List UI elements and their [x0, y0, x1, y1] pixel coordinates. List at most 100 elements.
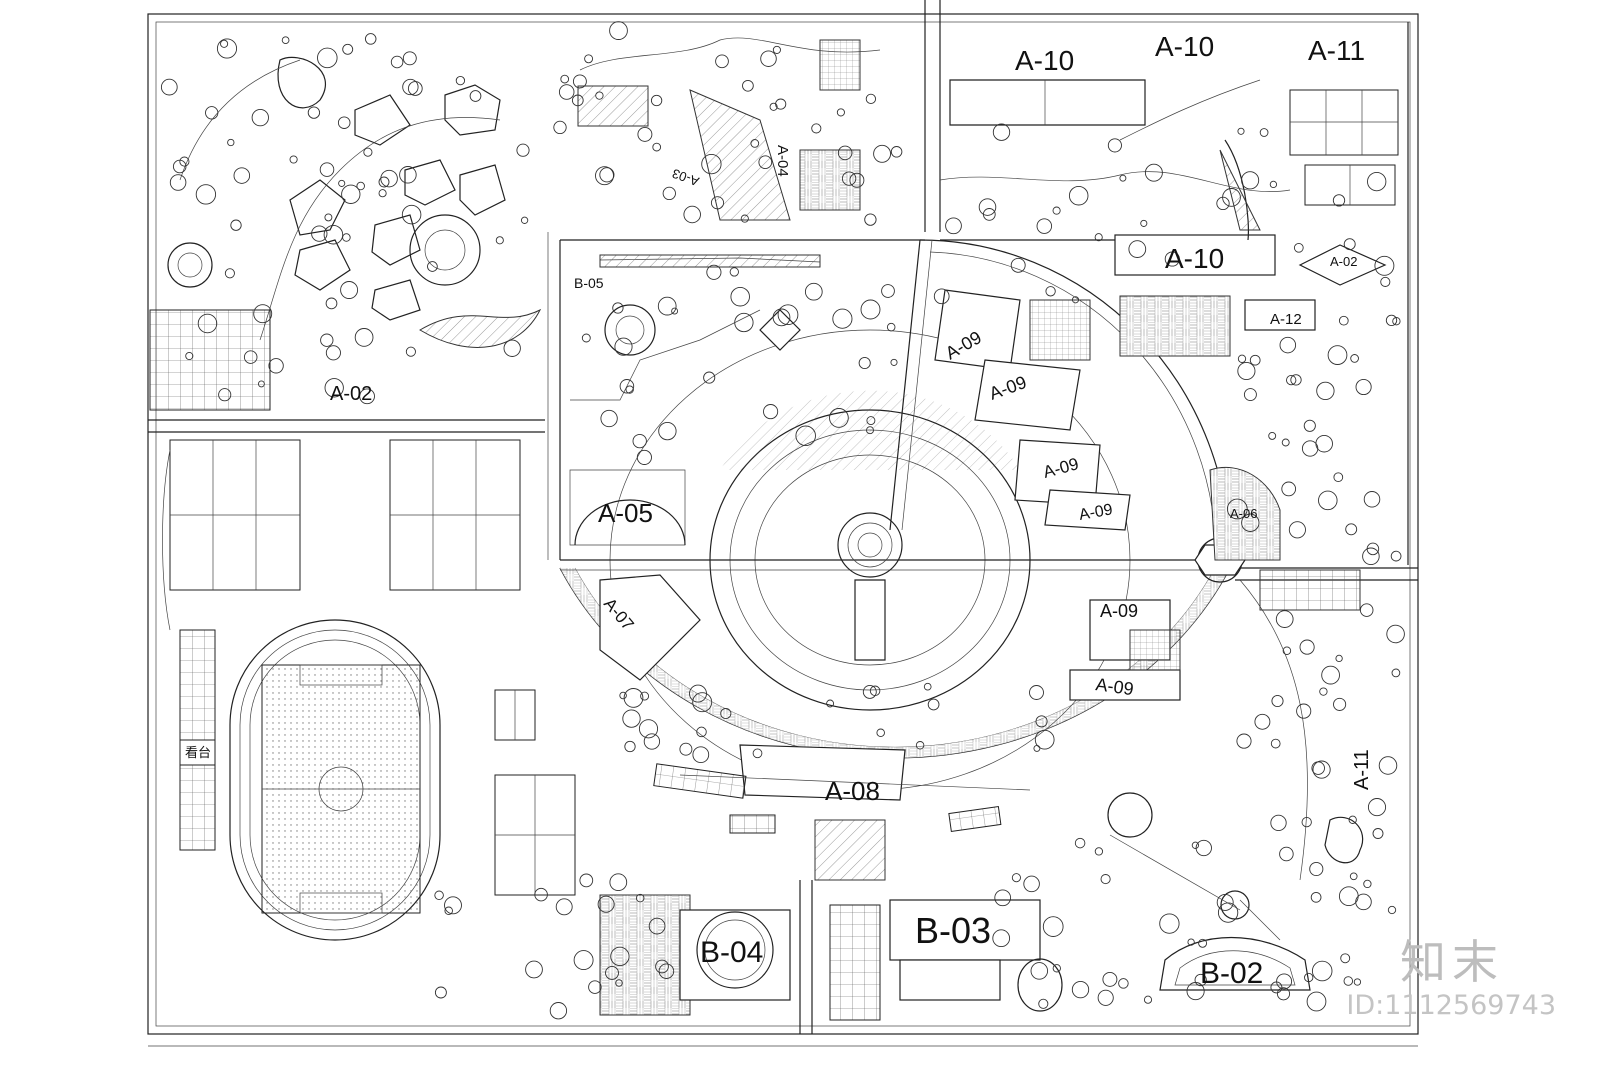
teaching-complex — [934, 289, 1281, 701]
tree-symbol — [1068, 185, 1089, 206]
tree-symbol — [994, 889, 1012, 907]
tree-symbol — [1338, 315, 1349, 326]
tree-symbol — [662, 186, 676, 201]
tree-symbol — [1385, 314, 1398, 327]
tree-symbol — [1023, 875, 1040, 893]
tree-symbol — [945, 217, 962, 235]
tree-symbol — [1306, 991, 1327, 1012]
tree-symbol — [253, 304, 273, 324]
tree-symbol — [1335, 654, 1343, 663]
tree-symbol — [734, 312, 754, 333]
tree-symbol — [320, 333, 334, 347]
tree-symbol — [340, 281, 359, 299]
tree-symbol — [775, 98, 787, 110]
tree-symbol — [579, 873, 594, 888]
tree-symbol — [197, 313, 218, 334]
tree-symbol — [623, 688, 644, 708]
label-a09-5: A-09 — [1100, 601, 1138, 621]
tree-symbol — [600, 409, 618, 428]
tree-symbol — [307, 106, 321, 119]
tree-symbol — [1310, 891, 1322, 903]
label-a08: A-08 — [825, 776, 880, 806]
tree-symbol — [804, 282, 823, 301]
tree-symbol — [1222, 188, 1241, 207]
watermark-id: ID:1112569743 — [1346, 990, 1556, 1021]
tree-symbol — [1249, 354, 1261, 366]
sports-zone — [162, 439, 576, 941]
label-a04: A-04 — [774, 145, 791, 177]
tree-symbol — [324, 213, 333, 222]
tree-symbol — [760, 50, 777, 67]
tree-symbol — [363, 147, 373, 157]
tree-symbol — [1366, 542, 1380, 556]
tree-symbol — [864, 213, 877, 226]
tree-symbol — [325, 345, 341, 361]
tree-symbol — [706, 264, 722, 280]
tree-symbol — [1392, 317, 1401, 326]
tree-symbol — [1271, 694, 1284, 708]
tree-symbol — [289, 155, 298, 164]
tree-symbol — [1282, 646, 1292, 655]
tree-symbol — [1143, 995, 1153, 1004]
tree-symbol — [635, 893, 645, 903]
tree-symbol — [1074, 837, 1086, 849]
tree-symbol — [1119, 174, 1127, 182]
tree-symbol — [1030, 962, 1049, 980]
tree-symbol — [224, 268, 235, 279]
tree-symbol — [581, 333, 591, 343]
tree-symbol — [1270, 738, 1281, 749]
tree-symbol — [683, 205, 701, 224]
tree-symbol — [915, 741, 925, 750]
tree-symbol — [643, 733, 661, 750]
tree-symbol — [1195, 839, 1212, 857]
label-b04: B-04 — [700, 936, 763, 969]
tree-symbol — [1309, 861, 1324, 877]
tree-symbol — [873, 144, 892, 163]
label-a12: A-12 — [1270, 311, 1302, 328]
tree-symbol — [1378, 756, 1398, 775]
tree-symbol — [324, 378, 344, 398]
tree-symbol — [640, 691, 650, 701]
label-a11-right: A-11 — [1351, 749, 1373, 790]
tree-symbol — [636, 449, 652, 465]
tree-symbol — [1315, 434, 1333, 453]
tree-symbol — [338, 179, 346, 187]
tree-symbol — [689, 684, 707, 703]
tree-symbol — [323, 224, 344, 245]
tree-symbol — [1345, 523, 1358, 536]
tree-symbol — [553, 120, 567, 135]
tree-symbol — [243, 350, 258, 364]
tree-symbol — [679, 742, 693, 756]
tree-symbol — [829, 408, 849, 428]
tree-symbol — [715, 54, 729, 69]
label-a10-mid: A-10 — [1155, 31, 1214, 62]
tree-symbol — [356, 181, 365, 191]
tree-symbol — [1097, 989, 1114, 1006]
tree-symbol — [692, 692, 713, 713]
tree-symbol — [380, 169, 398, 188]
tree-symbol — [1226, 498, 1248, 520]
tree-symbol — [795, 425, 816, 447]
tree-symbol — [1359, 603, 1374, 617]
tree-symbol — [881, 284, 895, 298]
tree-symbol — [216, 38, 238, 59]
tree-symbol — [1343, 238, 1356, 251]
tree-symbol — [624, 740, 636, 753]
tree-symbol — [1304, 972, 1314, 983]
tree-symbol — [172, 159, 187, 174]
tree-symbol — [378, 189, 387, 198]
tree-symbol — [703, 371, 716, 384]
tree-symbol — [710, 196, 725, 210]
tree-symbol — [1380, 276, 1391, 287]
tree-symbol — [1276, 987, 1291, 1001]
tree-symbol — [1281, 481, 1297, 497]
dormitory-zone — [939, 79, 1399, 357]
tree-symbol — [876, 728, 885, 738]
tree-symbol — [619, 691, 627, 700]
label-a05: A-05 — [598, 498, 653, 528]
tree-symbol — [1102, 971, 1118, 987]
tree-symbol — [777, 304, 799, 326]
tree-symbol — [729, 267, 739, 277]
tree-symbol — [597, 895, 615, 913]
tree-symbol — [1100, 874, 1111, 885]
